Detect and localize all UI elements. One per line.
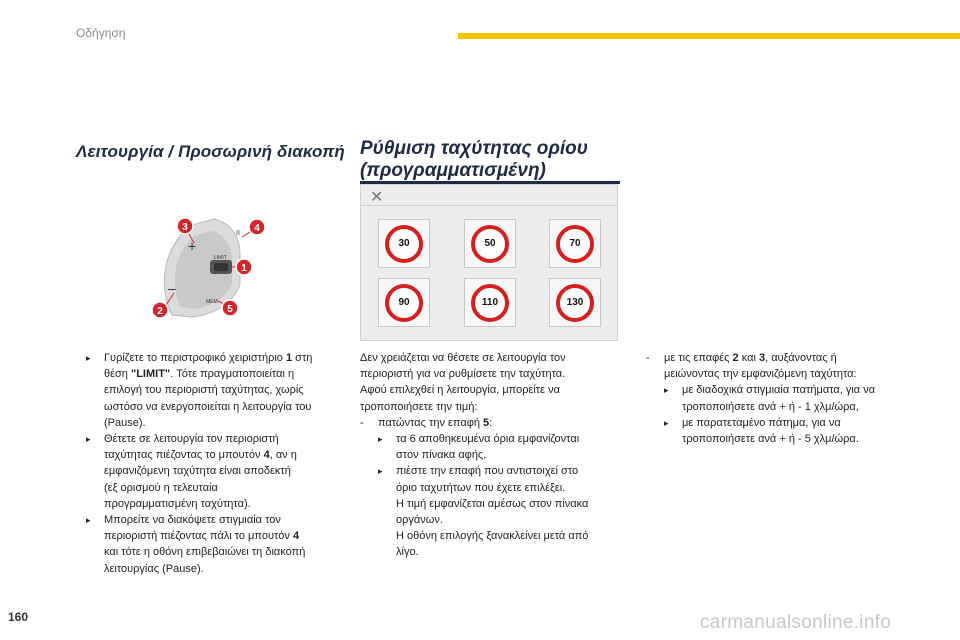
header-accent-bar — [458, 33, 960, 39]
svg-text:1: 1 — [241, 263, 247, 274]
speed-sign-130[interactable]: 130 — [549, 278, 601, 327]
middle-heading: Ρύθμιση ταχύτητας ορίου (προγραμματισμέν… — [360, 138, 589, 181]
checkbox-arrow-icon: ▸ — [378, 434, 383, 445]
minus-label: – — [168, 280, 176, 296]
sub-bullet: ▸ με διαδοχικά στιγμιαία πατήματα, για ν… — [664, 384, 876, 413]
left-bullets: ▸ Γυρίζετε το περιστροφικό χειριστήριο 1… — [86, 350, 351, 577]
close-icon[interactable]: ✕ — [370, 189, 384, 206]
svg-text:5: 5 — [227, 304, 233, 315]
speed-sign-70[interactable]: 70 — [549, 219, 601, 268]
mem-label: MEM — [206, 299, 218, 305]
callout-5: 5 — [221, 299, 239, 317]
speed-limit-touchscreen: ✕ 30 50 70 90 110 130 — [360, 184, 618, 341]
callout-3: 3 — [176, 217, 194, 235]
middle-body: Δεν χρειάζεται να θέσετε σε λειτουργία τ… — [360, 350, 625, 561]
speed-sign-90[interactable]: 90 — [378, 278, 430, 327]
bullet-item: ▸ Μπορείτε να διακόψετε στιγμιαία τον πε… — [86, 514, 306, 575]
checkbox-arrow-icon: ▸ — [664, 417, 669, 428]
steering-wheel-illustration: + – II LIMIT MEM 3 4 1 2 5 — [151, 217, 266, 319]
callout-4: 4 — [248, 218, 266, 236]
bullet-item: ▸ Γυρίζετε το περιστροφικό χειριστήριο 1… — [86, 352, 313, 429]
checkbox-arrow-icon: ▸ — [86, 515, 91, 526]
sub-bullet: ▸ τα 6 αποθηκευμένα όρια εμφανίζονται στ… — [378, 433, 580, 462]
callout-1: 1 — [235, 258, 253, 276]
page-number: 160 — [8, 610, 29, 624]
checkbox-arrow-icon: ▸ — [664, 385, 669, 396]
svg-text:3: 3 — [182, 222, 188, 233]
checkbox-arrow-icon: ▸ — [378, 466, 383, 477]
left-heading: Λειτουργία / Προσωρινή διακοπή — [76, 142, 345, 161]
dash-item: - πατώντας την επαφή 5: — [360, 416, 493, 429]
pause-label: II — [236, 230, 240, 237]
speed-sign-30[interactable]: 30 — [378, 219, 430, 268]
svg-text:4: 4 — [254, 223, 260, 234]
screen-divider — [361, 205, 617, 206]
sub-bullet: ▸ πιέστε την επαφή που αντιστοιχεί στο ό… — [378, 465, 589, 559]
speed-sign-50[interactable]: 50 — [464, 219, 516, 268]
sub-bullet: ▸ με παρατεταμένο πάτημα, για να τροποπο… — [664, 416, 859, 446]
dash-item: - με τις επαφές 2 και 3, αυξάνοντας ή — [646, 352, 837, 364]
checkbox-arrow-icon: ▸ — [86, 434, 91, 445]
watermark: carmanualsonline.info — [700, 612, 892, 633]
right-body: - με τις επαφές 2 και 3, αυξάνοντας ή με… — [646, 350, 946, 447]
heading-underline — [360, 181, 620, 184]
bullet-item: ▸ Θέτετε σε λειτουργία τον περιοριστή τα… — [86, 433, 297, 510]
section-title: Οδήγηση — [76, 26, 126, 40]
limit-label: LIMIT — [214, 255, 227, 261]
checkbox-arrow-icon: ▸ — [86, 353, 91, 363]
plus-label: + — [188, 238, 196, 254]
steering-controls-figure: + – II LIMIT MEM 3 4 1 2 5 — [151, 215, 270, 320]
callout-2: 2 — [151, 301, 169, 319]
svg-text:2: 2 — [157, 306, 163, 317]
speed-sign-110[interactable]: 110 — [464, 278, 516, 327]
